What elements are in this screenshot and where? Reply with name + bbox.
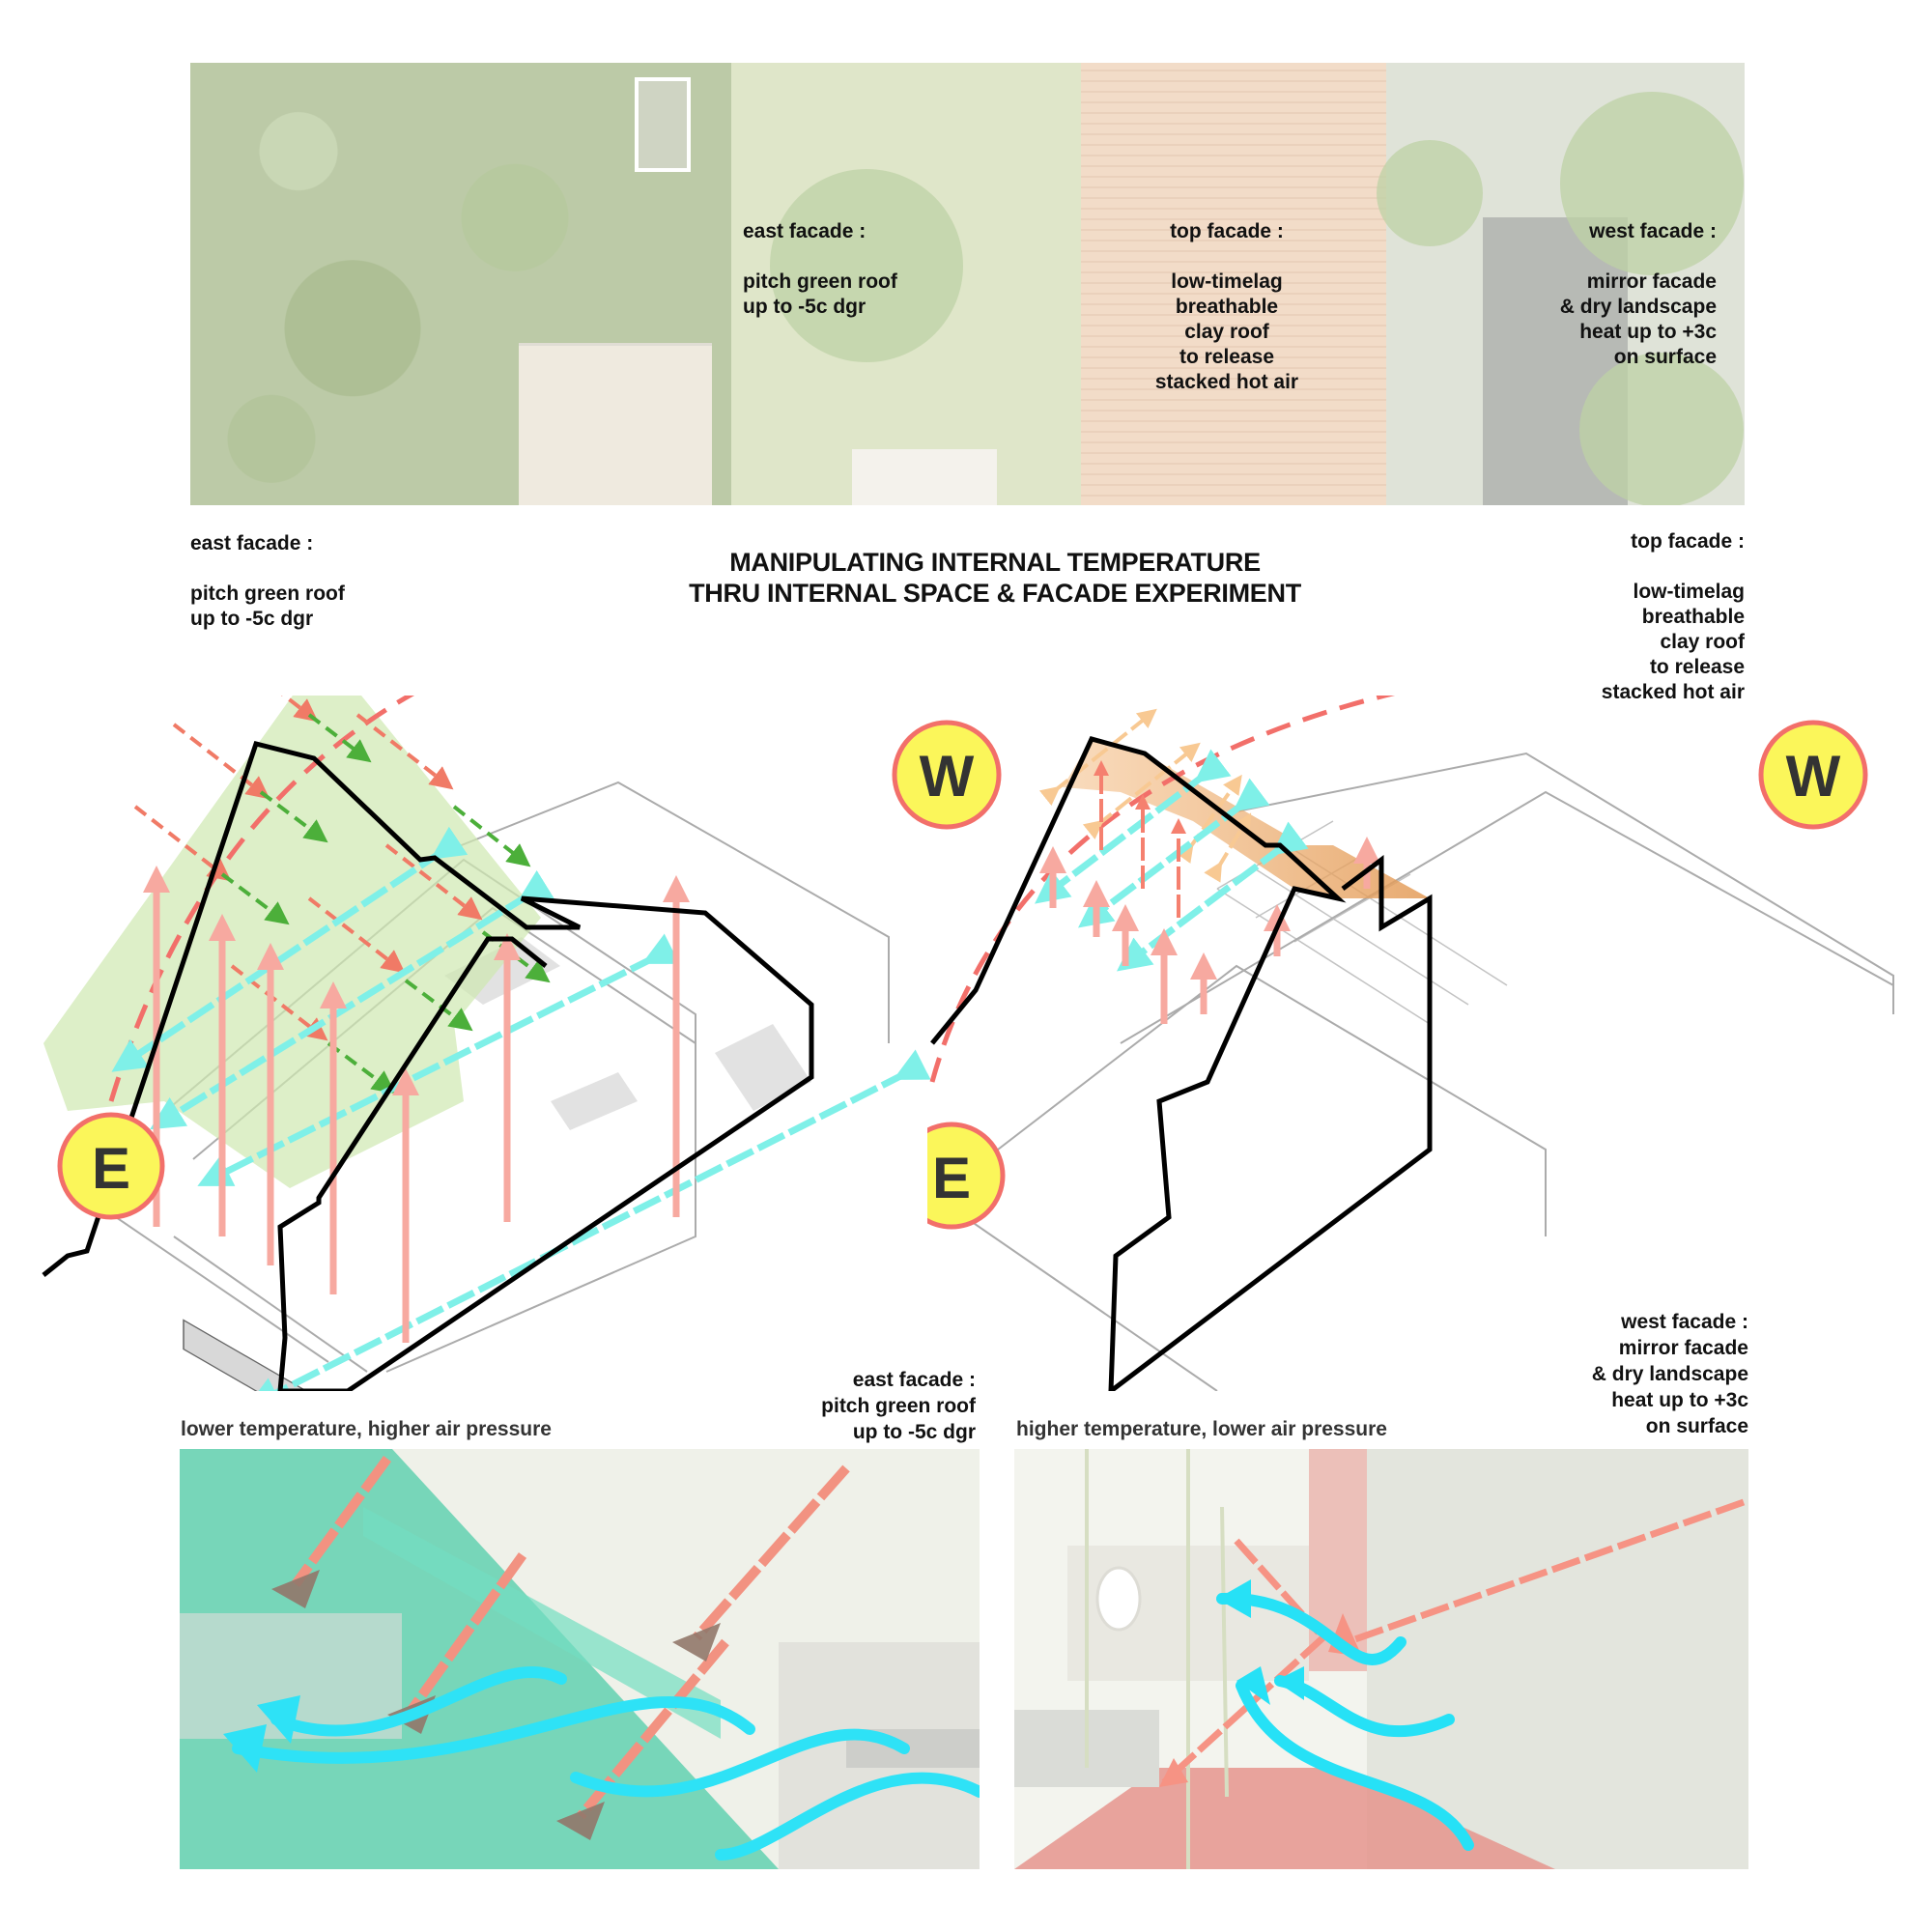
section-outline: [42, 741, 814, 1391]
photo-label-east-heading: east facade :: [743, 220, 867, 242]
tree-canopy: [1377, 140, 1483, 246]
aerial-photo-band: east facade : pitch green roof up to -5c…: [190, 63, 1745, 505]
photo-green-roof: [180, 1449, 980, 1869]
paved-path: [519, 343, 712, 505]
tree-canopy: [1579, 353, 1744, 505]
photo-green-roof-illustration: [180, 1449, 980, 1869]
photo-label-west-body: mirror facade & dry landscape heat up to…: [1559, 270, 1717, 368]
isometric-diagram-east: E: [42, 696, 931, 1391]
annotation-west-bottom: west facade : mirror facade & dry landsc…: [1591, 1311, 1748, 1437]
wind-flow-arrows: [232, 1666, 980, 1861]
west-building: [1367, 1449, 1748, 1869]
sun-marker-east: E: [57, 1112, 165, 1220]
photo-label-top-body: low-timelag breathable clay roof to rele…: [1154, 270, 1299, 393]
title-line-2: THRU INTERNAL SPACE & FACADE EXPERIMENT: [689, 579, 1301, 608]
isometric-diagram-west: E: [927, 696, 1894, 1391]
page-title: MANIPULATING INTERNAL TEMPERATURE THRU I…: [580, 547, 1410, 609]
sun-marker-west-left: W: [892, 720, 1002, 830]
tree-trunks: [1085, 1449, 1229, 1869]
skylight: [635, 77, 691, 172]
photo-label-west-heading: west facade :: [1589, 220, 1717, 242]
section-outline: [930, 736, 1433, 1391]
building-linework: [936, 752, 1894, 1391]
sun-marker-east: E: [927, 1122, 1006, 1230]
aerial-west-strip: [1377, 63, 1745, 505]
planter-box: [852, 449, 997, 505]
aerial-green-roof-strip: [635, 63, 1081, 505]
annotation-east-bottom: east facade : pitch green roof up to -5c…: [821, 1369, 976, 1443]
caption-right: higher temperature, lower air pressure: [1016, 1418, 1387, 1440]
sun-ray-arrows: [1161, 1498, 1746, 1785]
east-label: E: [92, 1136, 130, 1201]
caption-left: lower temperature, higher air pressure: [181, 1418, 552, 1440]
heat-release-arrows: [1094, 760, 1186, 918]
photo-courtyard-illustration: [1014, 1449, 1748, 1869]
red-dry-landscape: [1014, 1768, 1555, 1869]
photo-label-top-heading: top facade :: [1170, 220, 1284, 242]
palm-canopy: [770, 169, 963, 362]
west-label: W: [920, 744, 975, 809]
west-label: W: [1786, 744, 1841, 809]
annotation-top-heading: top facade :: [1631, 530, 1745, 553]
east-label: E: [932, 1146, 971, 1210]
wind-arrowheads: [1217, 1579, 1304, 1705]
title-line-1: MANIPULATING INTERNAL TEMPERATURE: [729, 548, 1261, 577]
photo-label-east-body: pitch green roof up to -5c dgr: [743, 270, 897, 318]
circular-opening: [1095, 1566, 1142, 1632]
window-row: [183, 1319, 339, 1391]
aerial-clay-roof-strip: [1081, 63, 1386, 505]
sun-marker-west-right: W: [1758, 720, 1868, 830]
wind-arrowheads: [223, 1695, 300, 1773]
annotation-east-body: pitch green roof up to -5c dgr: [190, 582, 345, 630]
photo-courtyard-west: [1014, 1449, 1748, 1869]
annotation-top-body: low-timelag breathable clay roof to rele…: [1601, 581, 1745, 703]
annotation-east-heading: east facade :: [190, 532, 314, 554]
tree-canopy: [1560, 92, 1744, 275]
heat-rising: [1039, 837, 1380, 1024]
cool-air-flow: [1035, 749, 1309, 972]
